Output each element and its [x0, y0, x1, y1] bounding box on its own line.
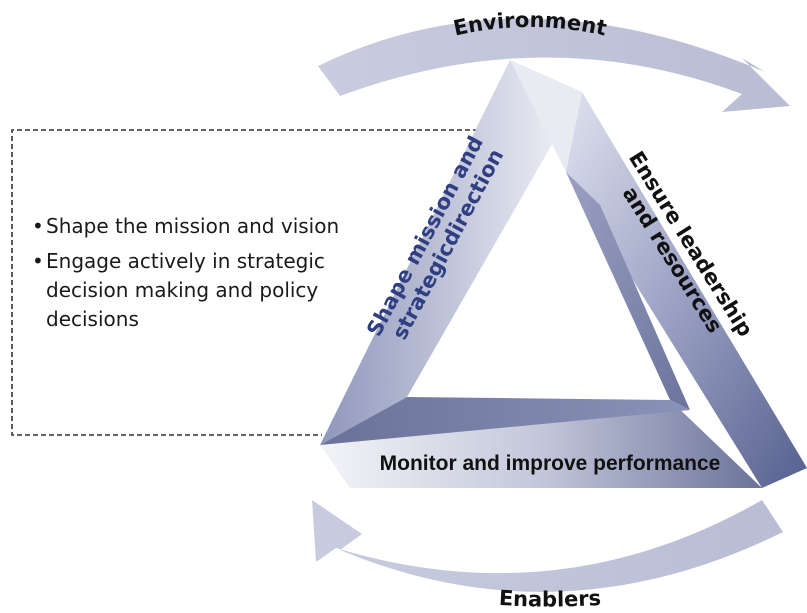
- environment-arrow: [318, 18, 790, 112]
- bullet-dot: •: [32, 249, 44, 273]
- callout-item-text: Engage actively in strategic decision ma…: [46, 249, 325, 331]
- triangle-top-face: [510, 60, 582, 172]
- callout-bullet-list: • Shape the mission and vision • Engage …: [32, 212, 412, 340]
- callout-item-text: Shape the mission and vision: [46, 214, 340, 238]
- bullet-dot: •: [32, 214, 44, 238]
- callout-bullet-item: • Engage actively in strategic decision …: [32, 247, 412, 334]
- enablers-label: Enablers: [498, 586, 601, 612]
- triangle-inner-bottom-face: [320, 397, 690, 445]
- triangle-inner-right-face: [566, 172, 690, 410]
- triangle-right-side: [566, 92, 807, 488]
- triangle-bottom-side: [320, 400, 762, 488]
- bottom-side-label: Monitor and improve performance: [380, 452, 721, 475]
- callout-bullet-item: • Shape the mission and vision: [32, 212, 412, 241]
- triangle-left-side: [320, 60, 582, 445]
- callout-box: [11, 129, 478, 436]
- enablers-arrow: [312, 500, 783, 592]
- triangle: [320, 60, 807, 488]
